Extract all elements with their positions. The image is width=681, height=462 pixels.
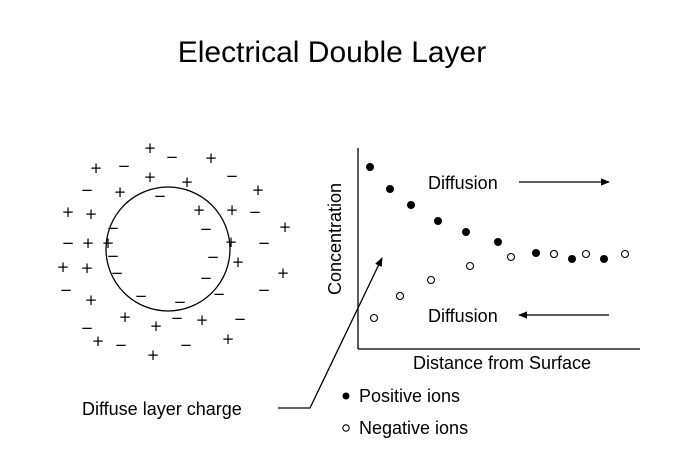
diffusion-label-top: Diffusion <box>428 173 498 193</box>
y-axis-label: Concentration <box>325 183 345 295</box>
x-axis-label: Distance from Surface <box>413 353 591 373</box>
minus-sign: − <box>207 248 220 266</box>
minus-sign: − <box>166 148 179 166</box>
plus-sign: + <box>119 308 132 326</box>
positive-ion-point <box>532 249 540 257</box>
plus-sign: + <box>57 258 70 276</box>
plus-sign: + <box>232 253 245 271</box>
minus-sign: − <box>174 293 187 311</box>
plus-sign: + <box>144 168 157 186</box>
minus-sign: − <box>258 234 271 252</box>
minus-sign: − <box>62 234 75 252</box>
minus-sign: − <box>135 287 148 305</box>
minus-sign: − <box>200 220 213 238</box>
minus-sign: − <box>171 309 184 327</box>
positive-ion-point <box>568 255 576 263</box>
diffusion-label-bottom: Diffusion <box>428 306 498 326</box>
plus-sign: + <box>222 330 235 348</box>
diffuse-layer-pointer <box>278 257 383 409</box>
plus-sign: + <box>147 346 160 364</box>
minus-sign: − <box>213 285 226 303</box>
positive-ion-point <box>366 163 374 171</box>
plus-sign: + <box>196 311 209 329</box>
minus-sign: − <box>60 281 73 299</box>
plus-sign: + <box>225 233 238 251</box>
legend: Positive ions Negative ions <box>342 386 468 438</box>
minus-sign: − <box>234 310 247 328</box>
negative-ion-point <box>395 291 405 301</box>
negative-ion-point <box>581 249 591 259</box>
minus-sign: − <box>81 319 94 337</box>
plus-sign: + <box>102 234 115 252</box>
minus-sign: − <box>81 181 94 199</box>
positive-ion-point <box>494 238 502 246</box>
minus-sign: − <box>200 269 213 287</box>
minus-sign: − <box>111 264 124 282</box>
diffuse-layer-label: Diffuse layer charge <box>82 399 242 419</box>
legend-negative-label: Negative ions <box>359 418 468 438</box>
plus-sign: + <box>279 218 292 236</box>
positive-ion-point <box>434 217 442 225</box>
minus-sign: − <box>115 336 128 354</box>
positive-ion-point <box>386 185 394 193</box>
plus-sign: + <box>150 317 163 335</box>
plus-sign: + <box>144 139 157 157</box>
plus-sign: + <box>193 201 206 219</box>
minus-sign: − <box>107 219 120 237</box>
negative-ion-point <box>506 252 516 262</box>
negative-ion-point <box>620 249 630 259</box>
legend-negative-marker <box>342 424 350 432</box>
plus-sign: + <box>62 203 75 221</box>
negative-ion-points <box>369 249 630 323</box>
plus-sign: + <box>90 159 103 177</box>
negative-ion-point <box>369 313 379 323</box>
minus-sign: − <box>226 167 239 185</box>
positive-ion-point <box>600 255 608 263</box>
negative-ion-point <box>465 261 475 271</box>
negative-ion-point <box>549 249 559 259</box>
plus-sign: + <box>82 234 95 252</box>
concentration-graph: Concentration Distance from Surface Diff… <box>325 148 640 373</box>
plus-sign: + <box>81 259 94 277</box>
plus-sign: + <box>85 291 98 309</box>
plus-sign: + <box>85 205 98 223</box>
minus-sign: − <box>107 247 120 265</box>
plus-sign: + <box>252 181 265 199</box>
plus-sign: + <box>181 173 194 191</box>
minus-sign: − <box>118 157 131 175</box>
minus-sign: − <box>249 203 262 221</box>
positive-ion-point <box>462 228 470 236</box>
positive-ion-point <box>407 201 415 209</box>
plus-sign: + <box>277 264 290 282</box>
particle-circle <box>105 186 231 312</box>
legend-positive-label: Positive ions <box>359 386 460 406</box>
ion-signs: +−++−++−+−+−++++−−−+−+++−++−−+−−+−+−−−−+… <box>57 139 292 364</box>
particle-diagram: +−++−++−+−+−++++−−−+−+++−++−−+−−+−+−−−−+… <box>57 139 292 364</box>
plus-sign: + <box>205 149 218 167</box>
plus-sign: + <box>226 201 239 219</box>
page-title: Electrical Double Layer <box>178 36 486 69</box>
minus-sign: − <box>154 187 167 205</box>
minus-sign: − <box>180 336 193 354</box>
negative-ion-point <box>426 275 436 285</box>
legend-positive-marker <box>342 392 350 400</box>
minus-sign: − <box>258 281 271 299</box>
plus-sign: + <box>92 332 105 350</box>
plus-sign: + <box>114 183 127 201</box>
